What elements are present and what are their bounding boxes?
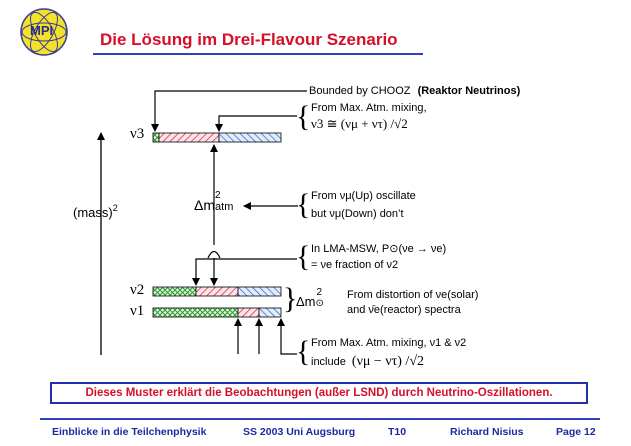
lma-line2: = νe fraction of ν2	[311, 259, 399, 271]
footer-term: SS 2003 Uni Augsburg	[243, 426, 356, 438]
solar-line2: and ν̄e(reactor) spectra	[347, 304, 461, 316]
bottom-line2-formula: (νμ − ντ) /√2	[351, 354, 425, 369]
lma-arrow	[192, 258, 297, 286]
delta-atm-sub: atm	[215, 201, 234, 213]
bottom-line2-prefix: include	[311, 356, 346, 368]
mass-axis-text: (mass)	[73, 205, 113, 220]
delta-atm-main: Δm	[194, 197, 216, 213]
nu1-bar	[152, 307, 282, 318]
footer-rule	[40, 418, 600, 420]
delta-m-sol: Δm 2 ⊙	[296, 287, 330, 309]
bottom-brace: {	[296, 335, 311, 368]
nu2-bar	[152, 286, 282, 297]
chooz-arrow	[151, 90, 307, 132]
delta-atm-sup: 2	[215, 190, 221, 201]
atm-mix-brace: {	[296, 100, 311, 133]
chooz-bold: (Reaktor Neutrinos)	[417, 85, 521, 97]
title-rule	[93, 53, 423, 55]
nu3-label: ν3	[130, 126, 145, 142]
delta-sol-sub: ⊙	[315, 298, 324, 309]
lma-line1: In LMA-MSW, P⊙(νe → νe)	[311, 243, 447, 255]
footer-page: Page 12	[556, 426, 596, 438]
delta-sol-main: Δm	[296, 294, 316, 309]
summary-text: Dieses Muster erklärt die Beobachtungen …	[85, 387, 553, 399]
bottom-line1: From Max. Atm. mixing, ν1 & ν2	[311, 337, 467, 349]
nu2-label: ν2	[130, 282, 145, 298]
atm-mixing-arrow	[215, 115, 297, 132]
mass-axis-label: (mass)2	[73, 203, 118, 220]
bottom-arrow-3	[277, 318, 297, 355]
bottom-line2: include (νμ − ντ) /√2	[311, 354, 424, 370]
footer-course: Einblicke in die Teilchenphysik	[52, 426, 207, 438]
delta-m-atm: Δm 2 atm	[194, 190, 239, 213]
lma-brace: {	[296, 240, 311, 273]
chooz-prefix: Bounded by CHOOZ	[309, 85, 411, 97]
mpi-logo: MPI	[18, 6, 70, 58]
delta-sol-sup: 2	[316, 287, 323, 298]
nu1-label: ν1	[130, 303, 145, 319]
page-title: Die Lösung im Drei-Flavour Szenario	[100, 30, 398, 49]
solar-brace: }	[283, 282, 298, 315]
atm-mix-line1: From Max. Atm. mixing,	[311, 102, 427, 114]
solar-line1: From distortion of νe(solar)	[347, 289, 479, 301]
updown-line2: but νμ(Down) don’t	[311, 208, 404, 220]
logo-text: MPI	[30, 23, 54, 38]
chooz-annotation: Bounded by CHOOZ (Reaktor Neutrinos)	[309, 85, 520, 97]
mass-axis-sup: 2	[112, 203, 118, 213]
nu3-bar	[152, 132, 282, 143]
summary-box: Dieses Muster erklärt die Beobachtungen …	[50, 382, 588, 404]
atm-mix-line2: ν3 ≅ (νμ + ντ) /√2	[311, 116, 408, 131]
updown-line1: From νμ(Up) oscillate	[311, 190, 416, 202]
updown-brace: {	[296, 188, 311, 221]
footer-code: T10	[388, 426, 407, 438]
footer-author: Richard Nisius	[450, 426, 524, 438]
